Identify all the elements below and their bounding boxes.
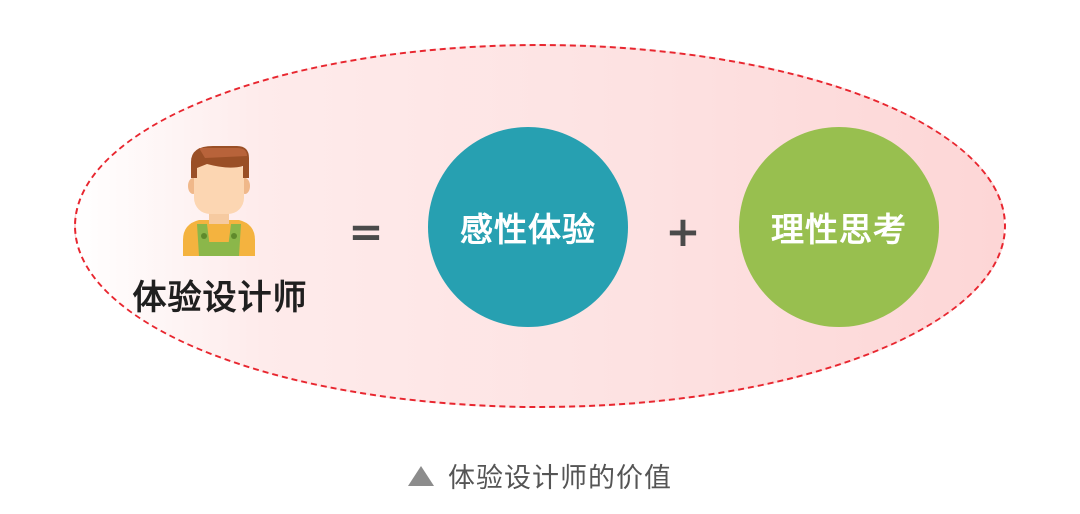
caption-text: 体验设计师的价值 [448,463,672,494]
designer-label: 体验设计师 [132,278,308,318]
figure-caption: 体验设计师的价值 [0,456,1080,495]
rational-thinking-label: 理性思考 [771,210,907,249]
triangle-up-icon [408,465,434,486]
designer-avatar-icon [183,146,255,256]
plus-sign: + [665,207,701,256]
equals-sign: = [348,207,384,256]
rational-thinking-circle: 理性思考 [739,127,939,327]
emotional-experience-circle: 感性体验 [428,127,628,327]
emotional-experience-label: 感性体验 [460,210,596,249]
